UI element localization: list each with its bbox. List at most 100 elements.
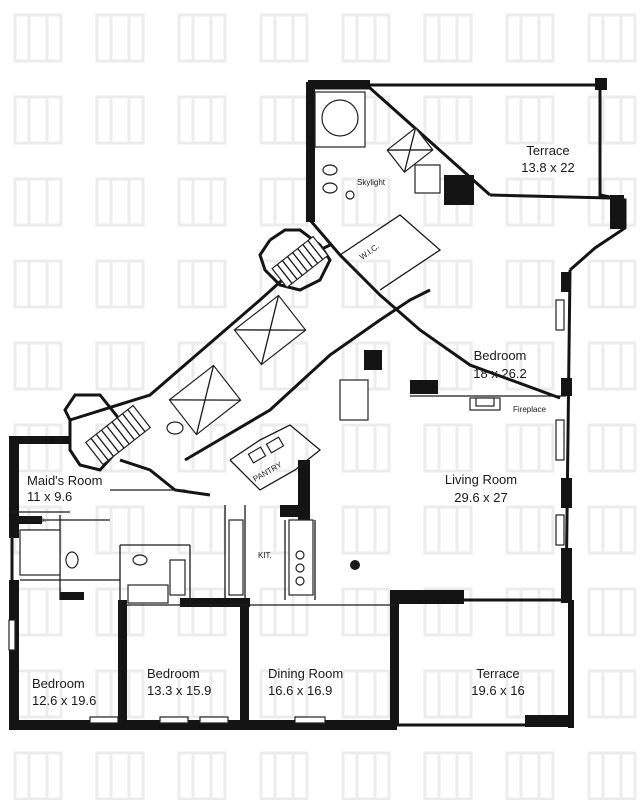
watermark-tile <box>341 259 391 309</box>
watermark-tile <box>505 505 555 555</box>
bedroom-master-name: Bedroom <box>474 348 527 363</box>
watermark-tile <box>259 669 309 719</box>
watermark-tile <box>95 751 145 800</box>
stair-tread <box>297 248 314 268</box>
watermark-tile <box>505 587 555 637</box>
fixtures <box>8 91 565 724</box>
wic-label: W.I.C. <box>358 242 381 262</box>
watermark-tile <box>177 423 227 473</box>
living-room-name: Living Room <box>445 472 517 487</box>
watermark-tile <box>587 341 637 391</box>
watermark-tile <box>587 259 637 309</box>
watermark-tile <box>13 423 63 473</box>
watermark-tile <box>341 13 391 63</box>
watermark-tile <box>177 587 227 637</box>
maids-room-name: Maid's Room <box>27 473 102 488</box>
watermark-tile <box>505 751 555 800</box>
watermark-tile <box>177 177 227 227</box>
stair-tread <box>281 260 298 280</box>
dining-room-size: 16.6 x 16.9 <box>268 683 332 698</box>
stair-tread <box>307 240 324 260</box>
stair-tread <box>100 429 120 453</box>
stair-tread <box>286 256 303 276</box>
watermark-tile <box>587 505 637 555</box>
watermark-tile <box>177 505 227 555</box>
watermark-tile <box>505 177 555 227</box>
watermark-tile <box>259 95 309 145</box>
watermark-tile <box>13 177 63 227</box>
exterior-walls <box>9 78 624 730</box>
stair-tread <box>106 425 125 449</box>
watermark-tile <box>423 13 473 63</box>
watermark-tile <box>95 95 145 145</box>
stair-tread <box>95 433 114 457</box>
watermark-tile <box>13 341 63 391</box>
wall-outlines <box>10 83 627 727</box>
watermark-tile <box>95 177 145 227</box>
watermark-tile <box>341 177 391 227</box>
watermark-tile <box>95 13 145 63</box>
stair-tread <box>302 244 319 264</box>
watermark-tile <box>13 259 63 309</box>
maids-room-size: 11 x 9.6 <box>27 489 72 504</box>
watermark-tile <box>259 751 309 800</box>
watermark-tile <box>13 751 63 800</box>
watermark-tile <box>95 259 145 309</box>
watermark-tile <box>587 95 637 145</box>
watermark-tile <box>505 259 555 309</box>
watermark-tile <box>587 13 637 63</box>
watermark-tile <box>587 423 637 473</box>
closet-label: Clos. <box>28 515 46 524</box>
terrace-top-size: 13.8 x 22 <box>521 160 575 175</box>
bedroom-mid-size: 13.3 x 15.9 <box>147 683 211 698</box>
watermark-tile <box>341 423 391 473</box>
stair-tread <box>122 413 141 437</box>
watermark-tile <box>505 95 555 145</box>
watermark-tile <box>505 13 555 63</box>
watermark-tile <box>177 751 227 800</box>
watermark-tile <box>13 587 63 637</box>
stair-tread <box>292 252 308 272</box>
terrace-bottom-name: Terrace <box>476 666 519 681</box>
watermark-tile <box>259 177 309 227</box>
watermark-tile <box>341 587 391 637</box>
watermark-tile <box>587 587 637 637</box>
bedroom-left-size: 12.6 x 19.6 <box>32 693 96 708</box>
watermark-tile <box>505 341 555 391</box>
watermark-tile <box>13 13 63 63</box>
watermark-tile <box>177 259 227 309</box>
watermark-tile <box>423 423 473 473</box>
kitchen-label: KIT. <box>258 551 272 560</box>
watermark-tile <box>423 669 473 719</box>
bedroom-master-size: 18 x 26.2 <box>473 366 527 381</box>
skylight-label: Skylight <box>357 178 386 187</box>
watermark-tile <box>423 505 473 555</box>
terrace-top-name: Terrace <box>526 143 569 158</box>
watermark-tile <box>177 13 227 63</box>
watermark-tile <box>13 95 63 145</box>
watermark-tile <box>587 751 637 800</box>
watermark-tile <box>341 669 391 719</box>
stair-tread <box>127 409 146 433</box>
watermark-pattern <box>13 13 637 800</box>
bedroom-mid-name: Bedroom <box>147 666 200 681</box>
bedroom-left-name: Bedroom <box>32 676 85 691</box>
stair-tread <box>116 417 136 441</box>
watermark-tile <box>423 751 473 800</box>
dining-room-name: Dining Room <box>268 666 343 681</box>
stair-tread <box>276 264 293 284</box>
watermark-tile <box>259 13 309 63</box>
stair-tread <box>111 421 130 445</box>
watermark-tile <box>505 423 555 473</box>
stairs <box>84 235 329 466</box>
watermark-tile <box>423 95 473 145</box>
stair-tread <box>90 437 109 461</box>
watermark-tile <box>341 505 391 555</box>
living-room-size: 29.6 x 27 <box>454 490 508 505</box>
terrace-bottom-size: 19.6 x 16 <box>471 683 525 698</box>
watermark-tile <box>341 751 391 800</box>
elevator-shafts <box>23 127 434 567</box>
watermark-tile <box>259 587 309 637</box>
watermark-tile <box>95 341 145 391</box>
